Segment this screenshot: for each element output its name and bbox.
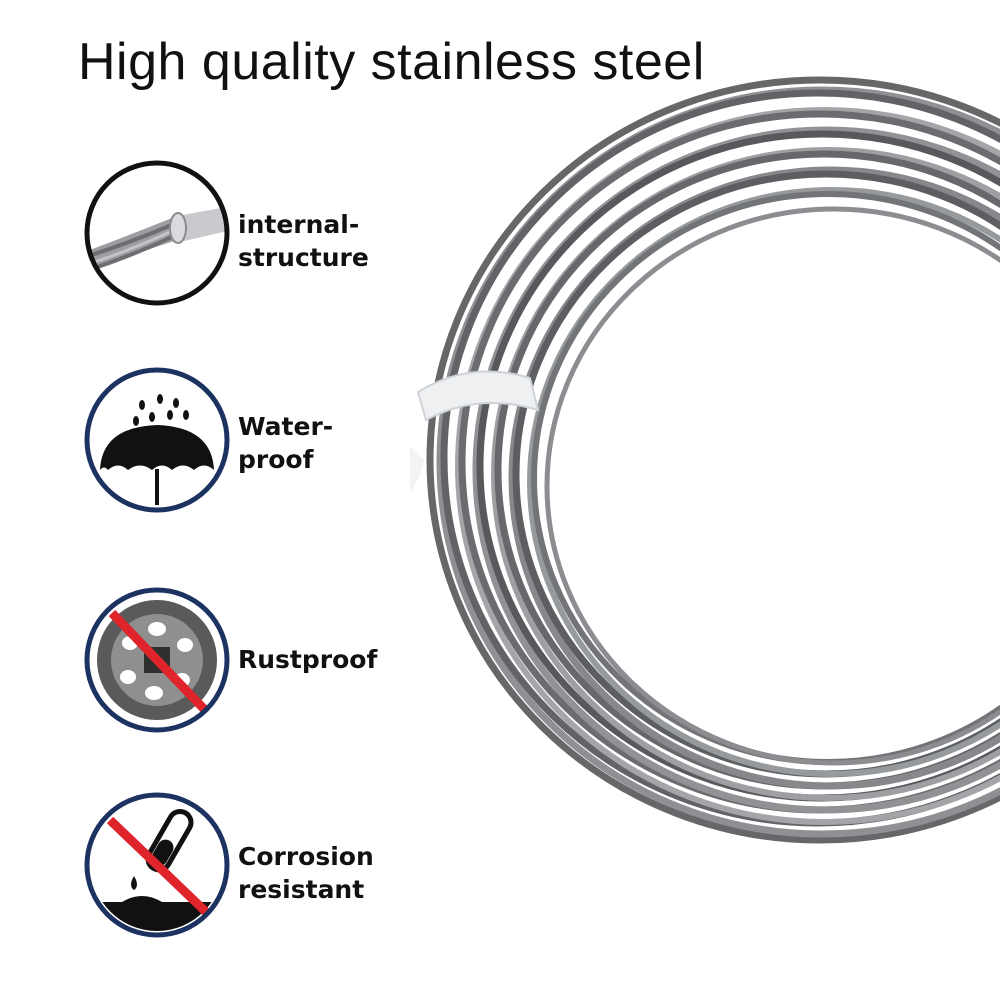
feature-label-line: Corrosion — [238, 842, 374, 871]
rusty-wheel-prohibited-icon — [84, 587, 230, 733]
feature-waterproof: Water- proof — [82, 365, 402, 515]
feature-label-line: Water- — [238, 412, 334, 441]
page-title: High quality stainless steel — [78, 33, 705, 91]
feature-label: Rustproof — [238, 643, 377, 676]
feature-label: internal- structure — [238, 208, 369, 274]
cable-cross-section-icon — [84, 160, 230, 306]
feature-label: Corrosion resistant — [238, 840, 374, 906]
feature-label: Water- proof — [238, 410, 333, 476]
feature-label-line: proof — [238, 445, 314, 474]
feature-label-line: internal- — [238, 210, 360, 239]
feature-rustproof: Rustproof — [82, 585, 402, 735]
feature-label-line: structure — [238, 243, 369, 272]
chemical-spill-prohibited-icon — [84, 792, 230, 938]
feature-label-line: Rustproof — [238, 645, 378, 674]
feature-internal-structure: internal- structure — [82, 158, 402, 308]
feature-corrosion-resistant: Corrosion resistant — [82, 790, 402, 940]
umbrella-rain-icon — [84, 367, 230, 513]
feature-label-line: resistant — [238, 875, 365, 904]
